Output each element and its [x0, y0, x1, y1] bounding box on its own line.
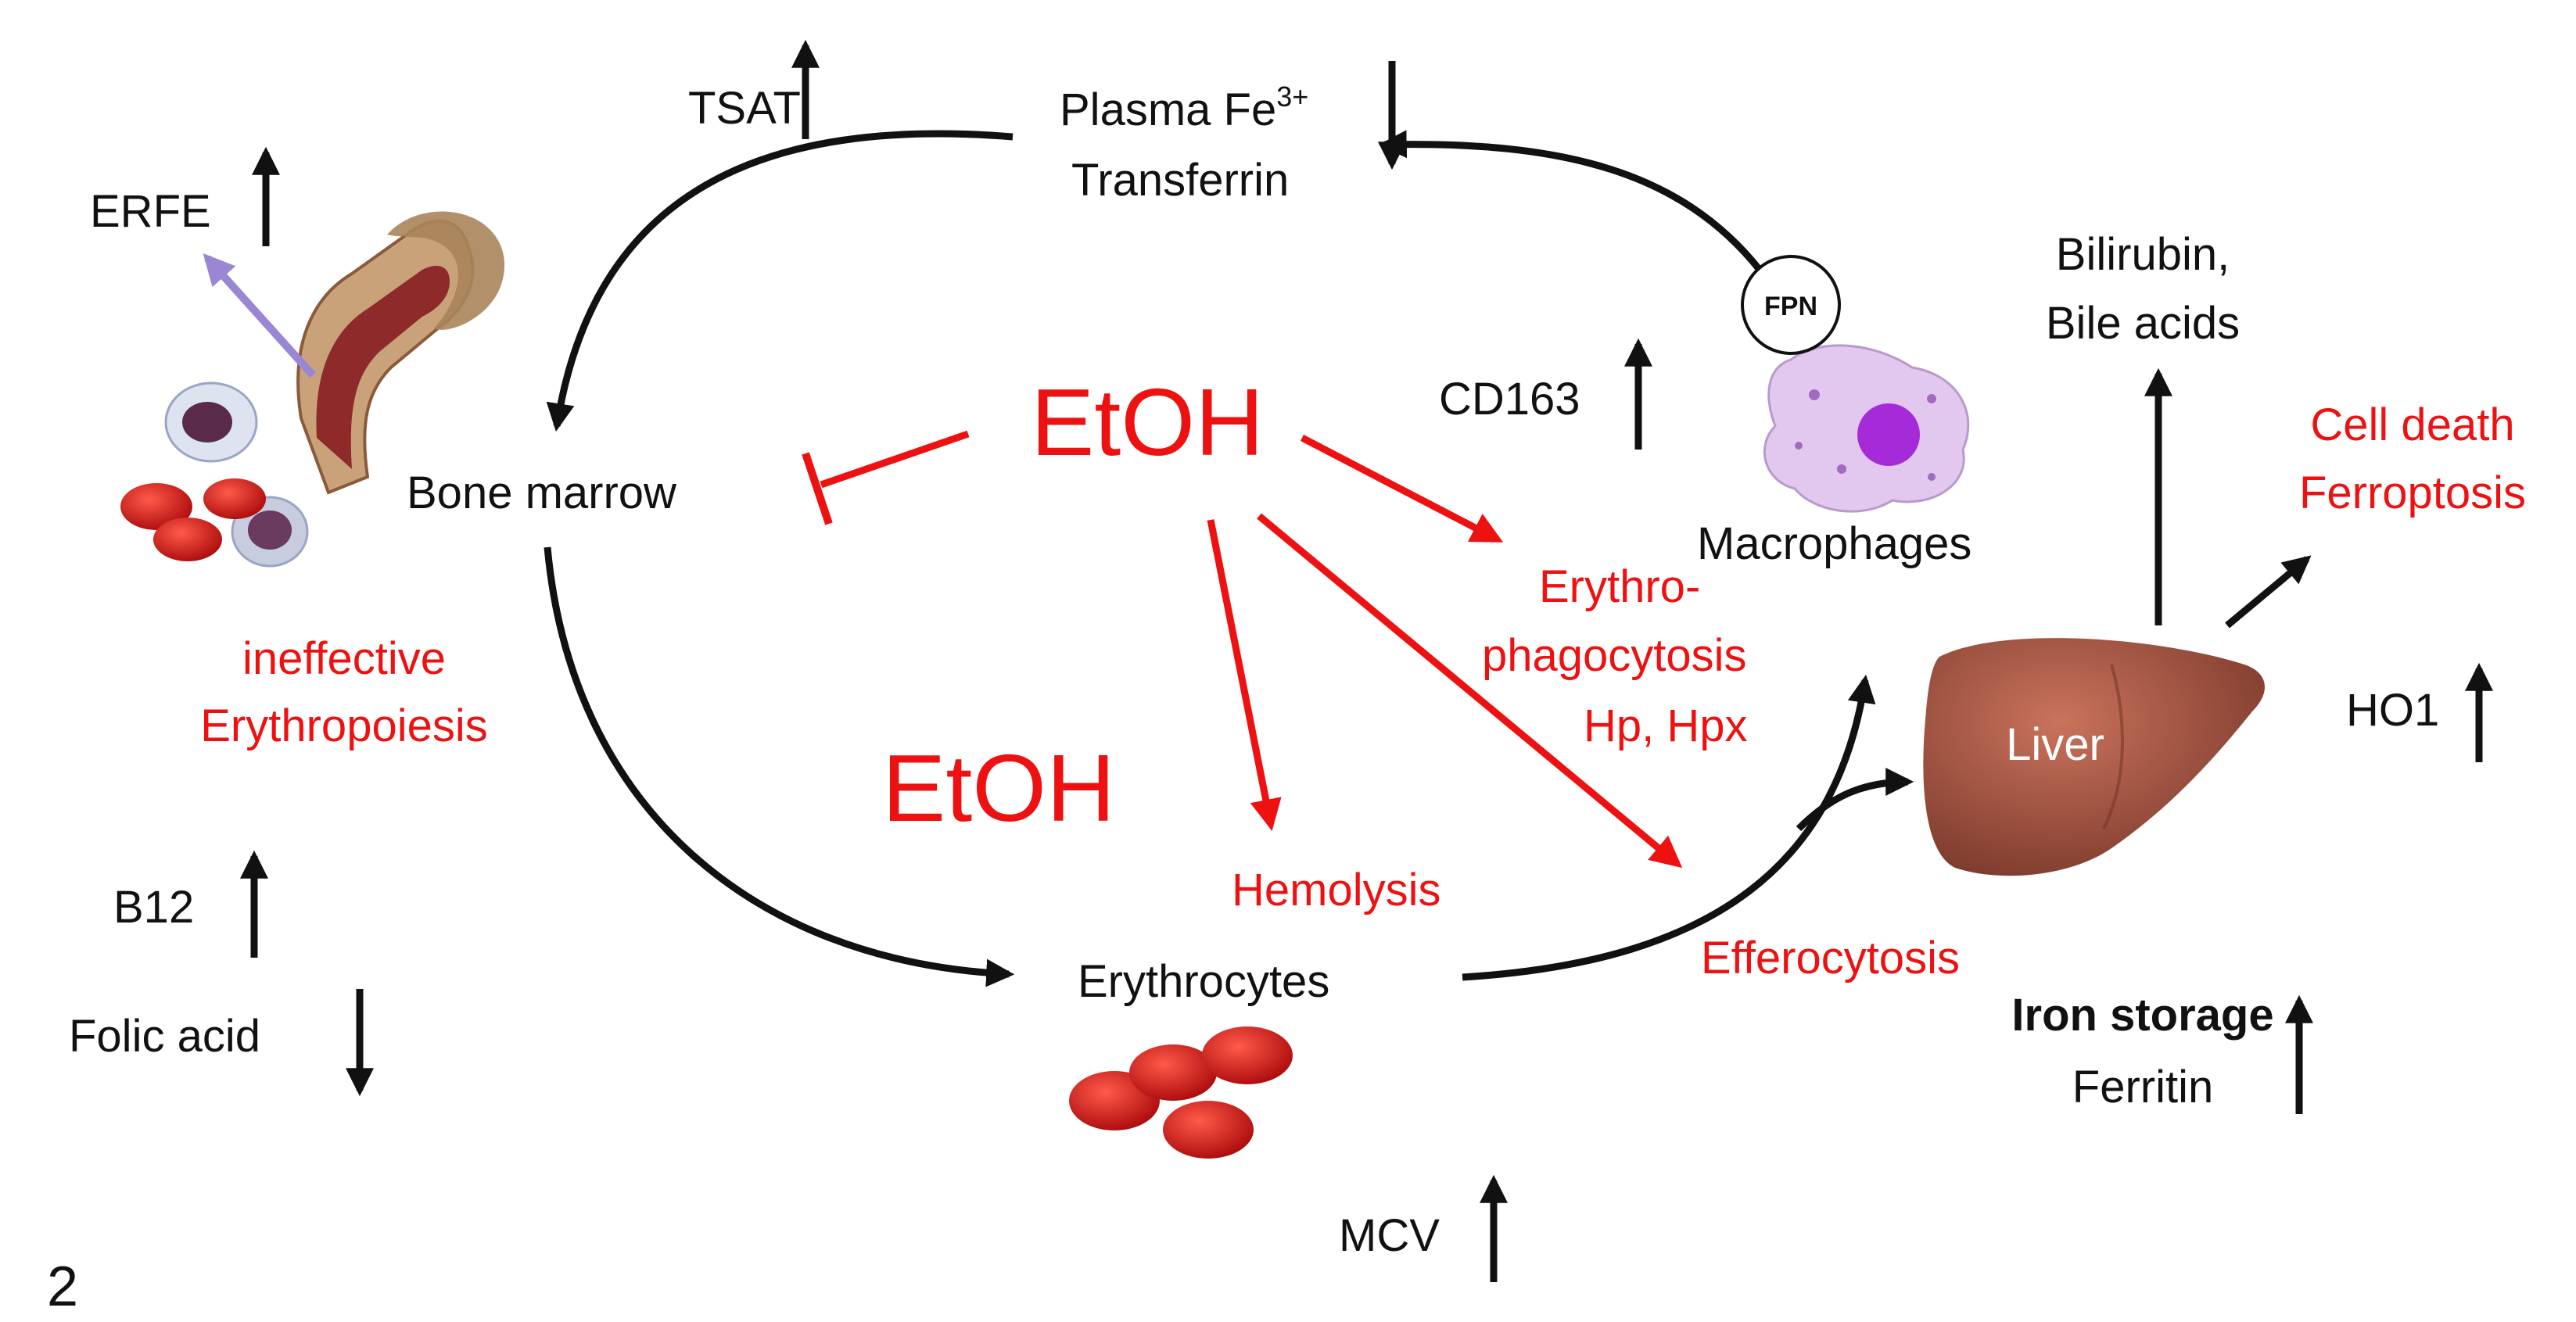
red-blood-cell	[120, 483, 192, 530]
bone-shape	[296, 219, 475, 495]
bilirubin-label: Bilirubin,	[2056, 229, 2230, 280]
white-blood-cell-nucleus	[182, 402, 232, 442]
erythrocytes-illustration	[1069, 1026, 1293, 1159]
erythropoiesis-label: Erythropoiesis	[200, 700, 487, 751]
cycle-arrow-macrophage-to-plasma	[1378, 130, 1763, 272]
ineffective-label: ineffective	[242, 633, 446, 684]
liver-shape	[1923, 638, 2266, 876]
liver-label: Liver	[2006, 719, 2104, 770]
erythrophagocytosis-line1: Erythro-	[1539, 561, 1700, 612]
ho1-label: HO1	[2346, 685, 2439, 736]
panel-letter: 2	[47, 1256, 78, 1318]
etoh-center-label: EtOH	[882, 735, 1115, 841]
b12-label: B12	[113, 882, 194, 933]
plasma-fe-superscript: 3+	[1276, 81, 1308, 113]
bone-marrow-illustration	[120, 211, 505, 568]
erfe-arrow	[203, 253, 316, 378]
hemolysis-label: Hemolysis	[1232, 865, 1441, 915]
macrophage-illustration	[1741, 255, 1970, 513]
erythrophagocytosis-line3: Hp, Hpx	[1584, 700, 1748, 751]
red-blood-cell	[1202, 1026, 1293, 1084]
erythrocytes-label: Erythrocytes	[1078, 956, 1329, 1007]
efferocytosis-label: Efferocytosis	[1701, 933, 1960, 983]
mcv-label: MCV	[1339, 1210, 1440, 1261]
macrophage-nucleus	[1857, 403, 1920, 466]
erfe-label: ERFE	[90, 186, 211, 237]
etoh-arrow-to-erythrophagocytosis	[1300, 435, 1504, 543]
red-blood-cell	[153, 518, 222, 561]
bone-epiphysis	[387, 211, 505, 330]
erythrophagocytosis-line2: phagocytosis	[1482, 630, 1747, 681]
cd163-label: CD163	[1439, 374, 1580, 425]
arrow-liver-to-cell-death	[2225, 555, 2312, 629]
folic-acid-label: Folic acid	[69, 1011, 260, 1062]
liver-illustration	[1923, 638, 2266, 876]
macrophages-label: Macrophages	[1697, 518, 1971, 569]
bile-acids-label: Bile acids	[2046, 298, 2240, 349]
cell-death-label: Cell death	[2310, 399, 2514, 450]
ferroptosis-label: Ferroptosis	[2299, 468, 2526, 518]
red-blood-cell	[1129, 1044, 1217, 1101]
ferritin-label: Ferritin	[2072, 1062, 2213, 1112]
bone-marrow-core	[316, 266, 450, 469]
red-blood-cell	[203, 478, 266, 519]
bone-marrow-label: Bone marrow	[407, 468, 677, 518]
monocyte-nucleus	[248, 511, 292, 550]
plasma-fe-label: Plasma Fe3+	[1060, 81, 1308, 135]
transferrin-label: Transferrin	[1071, 155, 1289, 206]
cycle-arrow-plasma-to-bone-marrow	[546, 130, 1014, 432]
fpn-transporter	[1741, 255, 1841, 355]
etoh-inhibition-bone-marrow	[802, 430, 970, 525]
cycle-arrow-erythrocytes-to-macrophages	[1462, 674, 1876, 981]
etoh-top-label: EtOH	[1031, 369, 1264, 475]
iron-storage-label: Iron storage	[2011, 990, 2273, 1041]
cycle-arrow-to-liver	[1796, 768, 1914, 832]
red-blood-cell	[1163, 1101, 1254, 1159]
etoh-arrow-to-hemolysis	[1207, 519, 1282, 831]
tsat-label: TSAT	[688, 83, 801, 134]
cycle-arrow-bone-marrow-to-erythrocytes	[544, 546, 1015, 987]
fpn-label: FPN	[1764, 292, 1817, 321]
etoh-arrow-to-efferocytosis	[1257, 513, 1683, 869]
